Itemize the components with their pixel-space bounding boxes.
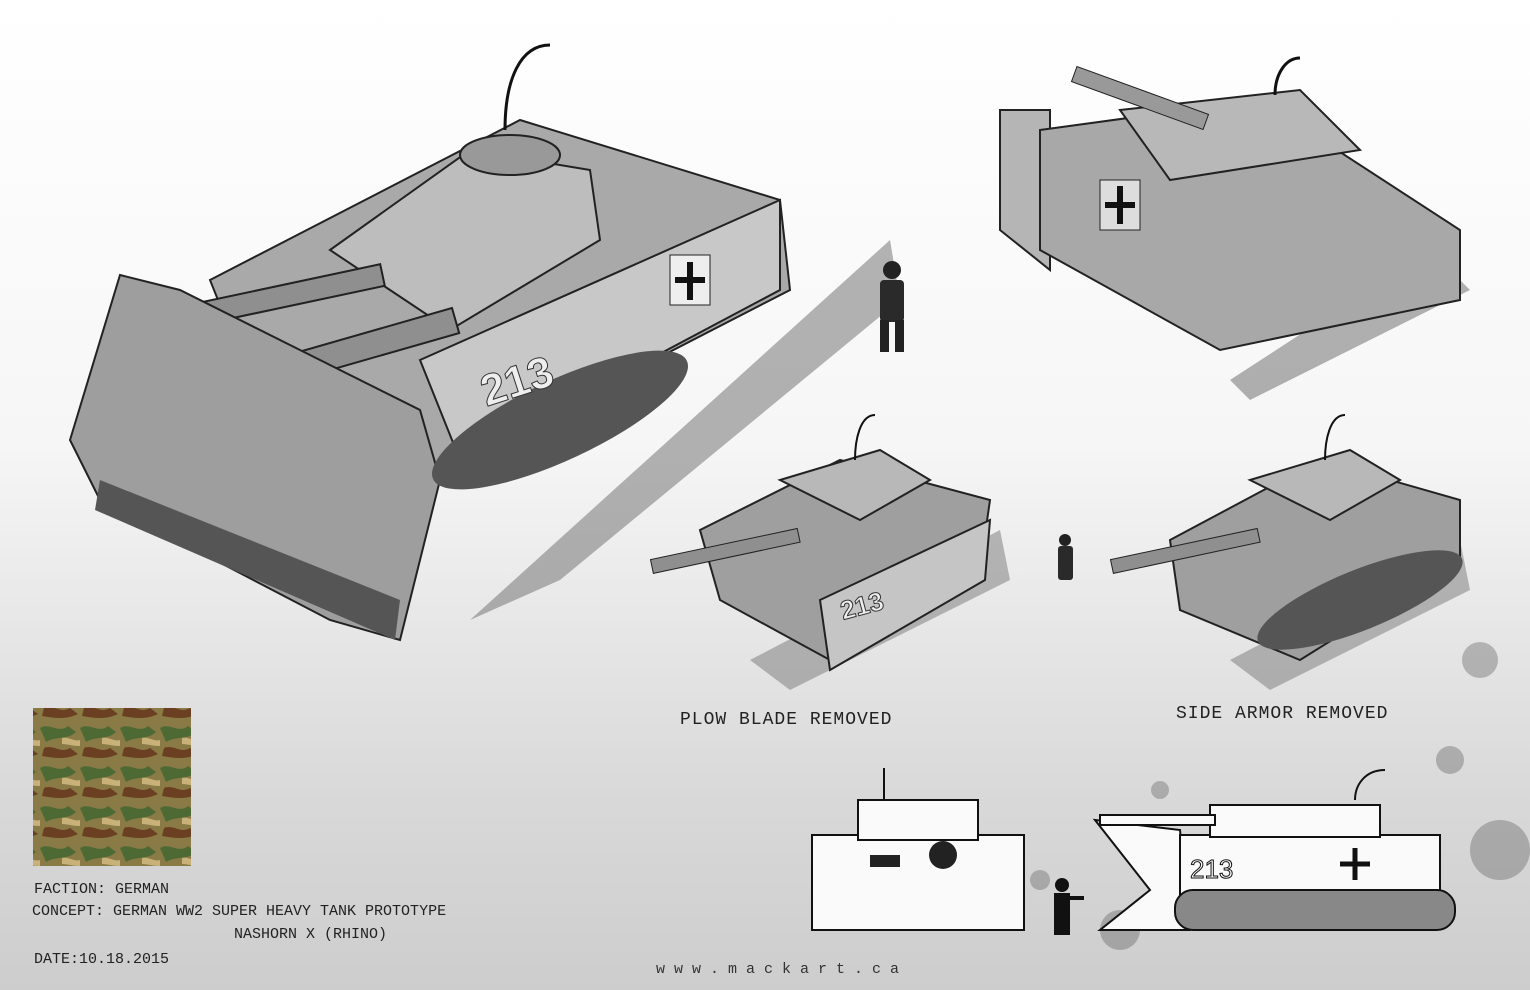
caption-side-armor-removed: SIDE ARMOR REMOVED — [1176, 704, 1389, 724]
soldier-silhouette — [1054, 878, 1084, 935]
side-armor-removed-view — [1109, 414, 1470, 690]
main-tank-shadow — [470, 240, 900, 620]
plow-blade-removed-view: 213 — [649, 414, 1010, 690]
camo-swatch — [33, 708, 191, 866]
rear-view-tank — [999, 56, 1470, 400]
main-tank-with-plow: 213 — [68, 43, 792, 642]
hull-number: 213 — [1190, 854, 1233, 884]
website-link[interactable]: www.mackart.ca — [656, 961, 909, 978]
soldier-figure — [880, 261, 904, 352]
side-orthographic: 213 — [1092, 769, 1456, 931]
front-orthographic — [811, 768, 1025, 931]
ink-splatter — [1030, 642, 1530, 950]
date-text: DATE:10.18.2015 — [34, 951, 170, 968]
soldier-figure-small — [1058, 534, 1073, 580]
faction-text: FACTION: GERMAN — [34, 881, 170, 898]
tank-name-text: NASHORN X (RHINO) — [234, 926, 388, 943]
caption-plow-blade-removed: PLOW BLADE REMOVED — [680, 710, 893, 730]
concept-text: CONCEPT: GERMAN WW2 SUPER HEAVY TANK PRO… — [32, 903, 447, 920]
